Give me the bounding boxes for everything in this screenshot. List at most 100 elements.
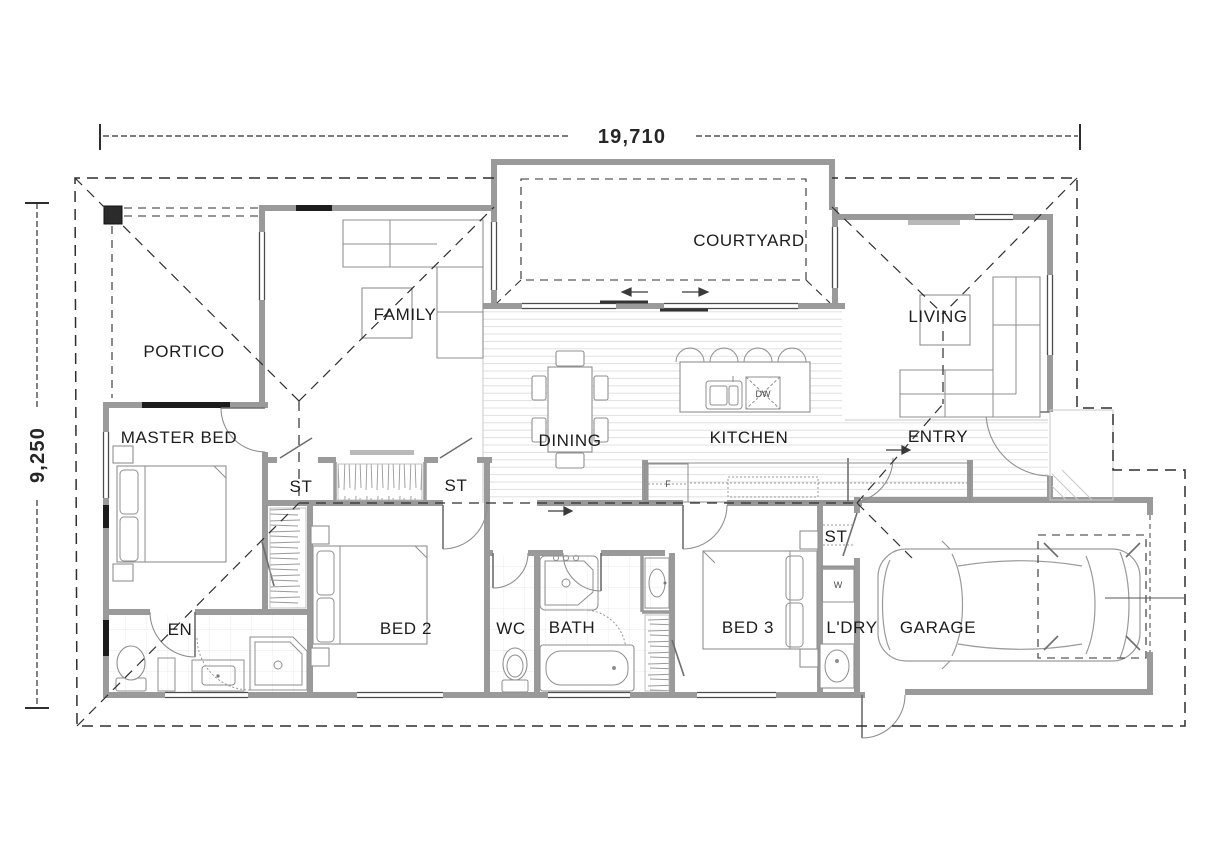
room-labels: PORTICO FAMILY COURTYARD LIVING MASTER B… — [121, 231, 976, 639]
slider-courtyard-west — [522, 300, 648, 310]
window-bed3-south — [697, 691, 776, 699]
room-label-entry: ENTRY — [908, 427, 968, 446]
door-master — [220, 407, 266, 453]
door-ensuite — [149, 611, 196, 658]
room-label-bed-2: BED 2 — [380, 619, 432, 638]
dining-set — [531, 350, 609, 469]
kitchen-island — [675, 347, 811, 413]
laundry-fixtures — [819, 565, 855, 689]
room-label-en: EN — [168, 620, 193, 639]
door-robe-bed3 — [671, 639, 685, 677]
wardrobes — [269, 463, 854, 692]
windows — [102, 205, 1154, 699]
window-family-west — [258, 232, 266, 300]
door-storage-2 — [439, 437, 473, 459]
door-bed2 — [442, 504, 488, 550]
door-storage-1 — [279, 437, 313, 459]
door-bed3 — [682, 504, 728, 550]
washer-label: W — [834, 580, 843, 590]
bed2-robe-hanging — [269, 507, 307, 609]
garage-markings — [1037, 534, 1184, 659]
window-family-east — [490, 222, 498, 290]
island-dishwasher — [745, 376, 781, 410]
dishwasher-label: DW — [756, 389, 771, 399]
slider-arrow-left — [620, 287, 648, 297]
door-laundry-external — [861, 694, 906, 739]
window-living-west — [831, 227, 839, 288]
slider-arrow-right — [682, 287, 710, 297]
fridge-label: F — [665, 479, 671, 489]
en-shower — [196, 636, 308, 691]
bed3-furniture — [702, 530, 819, 668]
appliance-labels: F DW W — [665, 389, 843, 590]
hall-arrow — [548, 506, 574, 516]
window-bed2-south — [357, 691, 443, 699]
room-label-portico: PORTICO — [143, 342, 224, 361]
en-toilet — [115, 645, 147, 692]
window-dark-bands — [103, 205, 332, 656]
dimensions: 19,710 9,250 — [25, 124, 1081, 709]
room-label-garage: GARAGE — [900, 618, 976, 637]
living-coffee-table — [919, 294, 971, 346]
family-sofa — [342, 219, 484, 359]
room-label-family: FAMILY — [374, 305, 437, 324]
island-sink — [705, 380, 743, 410]
window-living-east — [1046, 275, 1054, 355]
dimension-width-label: 19,710 — [598, 126, 666, 148]
room-label-bed-3: BED 3 — [722, 618, 774, 637]
window-master-west — [102, 432, 110, 498]
room-label-living: LIVING — [908, 307, 967, 326]
bath-vanity — [644, 557, 670, 609]
room-label-st-3: ST — [825, 527, 848, 546]
door-garage-internal — [842, 512, 858, 557]
eaves-outline — [74, 177, 1186, 727]
dimension-height: 9,250 — [25, 202, 49, 709]
window-living-north — [975, 213, 1013, 221]
window-en-south — [165, 691, 248, 699]
en-cabinet — [157, 657, 176, 692]
wc-fixtures — [501, 647, 529, 693]
wc-toilet — [501, 647, 529, 693]
family-coffee-table — [361, 287, 413, 339]
laundry-tub — [819, 643, 855, 689]
room-label-wc: WC — [496, 619, 526, 638]
bed2-furniture — [310, 525, 428, 667]
dimension-height-label: 9,250 — [27, 427, 49, 483]
st3-shelves — [823, 524, 854, 546]
entry-porch — [1049, 409, 1114, 501]
room-label-st-2: ST — [445, 476, 468, 495]
portico-eave-lines — [111, 207, 258, 398]
slider-courtyard-east — [660, 302, 798, 312]
kitchen-bench — [644, 462, 971, 503]
room-label-kitchen: KITCHEN — [710, 428, 789, 447]
room-label-bath: BATH — [549, 618, 595, 637]
living-sofa — [899, 276, 1041, 418]
room-label-dining: DINING — [538, 431, 601, 450]
furniture — [112, 219, 1141, 693]
doors — [149, 407, 1051, 739]
minor-walls — [333, 462, 857, 614]
window-glazed — [102, 213, 1054, 699]
room-label-courtyard: COURTYARD — [693, 231, 805, 250]
ensuite-fixtures — [115, 636, 308, 692]
room-label-ldry: L'DRY — [826, 618, 877, 637]
en-vanity — [191, 659, 245, 692]
washing-machine — [821, 565, 855, 603]
room-label-st-1: ST — [290, 477, 313, 496]
living-tv — [908, 220, 960, 225]
dimension-width: 19,710 — [99, 124, 1081, 150]
bath-shower — [539, 555, 627, 653]
roof-outline — [74, 177, 1186, 727]
fridge — [647, 463, 689, 503]
bathtub — [539, 644, 635, 692]
dining-table — [547, 366, 593, 453]
bed3-robe-hanging — [644, 614, 670, 692]
window-bath-south — [548, 691, 630, 699]
courtyard-roof-opening — [496, 178, 831, 304]
bath-fixtures — [539, 555, 670, 692]
door-wc — [492, 552, 529, 589]
hall-closet-hanging — [337, 463, 423, 501]
hip-valley-ridge-lines — [74, 177, 1078, 727]
master-bed-furniture — [112, 445, 227, 582]
